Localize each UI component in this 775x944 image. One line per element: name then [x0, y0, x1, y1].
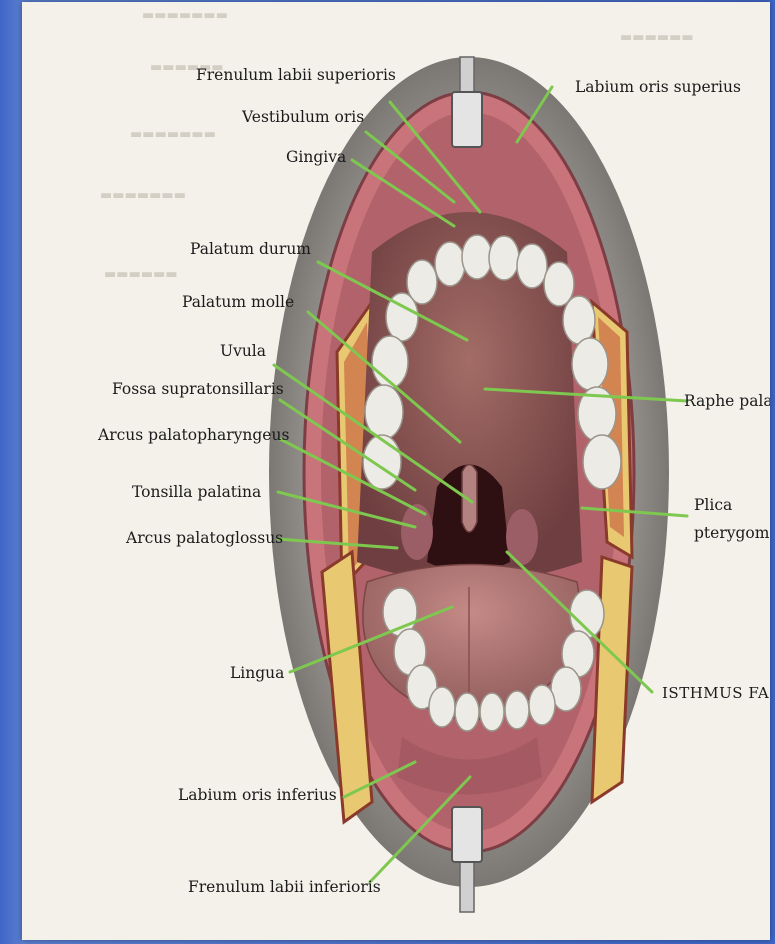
label-arcus-palatoglossus: Arcus palatoglossus [126, 529, 283, 547]
label-tonsilla-palatina: Tonsilla palatina [132, 483, 261, 501]
label-labium-oris-superius: Labium oris superius [575, 78, 741, 96]
label-isthmus-faucium: ISTHMUS FA [662, 684, 769, 702]
label-frenulum-labii-superioris: Frenulum labii superioris [196, 66, 396, 84]
label-plica-line2: pterygoma [694, 524, 770, 542]
label-arcus-palatopharyngeus: Arcus palatopharyngeus [98, 426, 289, 444]
label-uvula: Uvula [220, 342, 266, 360]
label-vestibulum-oris: Vestibulum oris [242, 108, 364, 126]
label-palatum-molle: Palatum molle [182, 293, 294, 311]
label-frenulum-labii-inferioris: Frenulum labii inferioris [188, 878, 381, 896]
label-fossa-supratonsillaris: Fossa supratonsillaris [112, 380, 284, 398]
label-plica-line1: Plica [694, 496, 732, 514]
label-labium-oris-inferius: Labium oris inferius [178, 786, 337, 804]
label-palatum-durum: Palatum durum [190, 240, 311, 258]
anatomy-plate: ▬▬▬▬▬▬▬ ▬▬▬▬▬▬ ▬▬▬▬▬▬▬ ▬▬▬▬▬▬▬ ▬▬▬▬▬▬ ▬▬… [22, 2, 770, 940]
label-raphe-palati: Raphe pala [684, 392, 770, 410]
label-gingiva: Gingiva [286, 148, 346, 166]
bleed-through-text: ▬▬▬▬▬▬▬ ▬▬▬▬▬▬ ▬▬▬▬▬▬▬ ▬▬▬▬▬▬▬ ▬▬▬▬▬▬ ▬▬… [22, 2, 770, 940]
label-lingua: Lingua [230, 664, 284, 682]
